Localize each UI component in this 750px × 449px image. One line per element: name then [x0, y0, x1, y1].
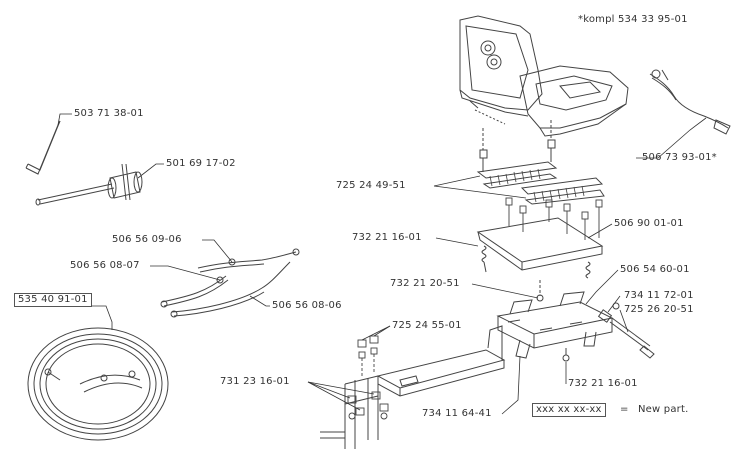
socket-wrench-illustration — [35, 163, 143, 206]
label-socket-wrench: 501 69 17-02 — [166, 158, 236, 169]
label-cable-b: 506 56 08-07 — [70, 260, 140, 271]
lower-mount-illustration — [320, 325, 506, 449]
kit-note: *kompl 534 33 95-01 — [578, 14, 688, 25]
legend-meaning: New part. — [638, 404, 689, 415]
label-bottom-nut: 734 11 64-41 — [422, 408, 492, 419]
label-plate-screw: 732 21 16-01 — [352, 232, 422, 243]
label-seat-plate: 506 90 01-01 — [614, 218, 684, 229]
cables-illustration — [160, 248, 300, 318]
legend-equals: = — [620, 404, 629, 415]
label-bracket: 506 54 60-01 — [620, 264, 690, 275]
hex-key-illustration — [25, 120, 61, 175]
seat-plate-illustration — [476, 197, 604, 279]
label-bottom-screw: 732 21 16-01 — [568, 378, 638, 389]
label-bolt-b: 725 26 20-51 — [624, 304, 694, 315]
seat-rails-illustration — [476, 120, 605, 205]
label-bolt-a: 734 11 72-01 — [624, 290, 694, 301]
leader-lines — [57, 113, 707, 415]
label-cable-c: 506 56 08-06 — [272, 300, 342, 311]
label-seat-switch-cable: 506 73 93-01* — [642, 152, 717, 163]
harness-coil-illustration — [27, 327, 169, 441]
label-hex-key: 503 71 38-01 — [74, 108, 144, 119]
label-seat-rails: 725 24 49-51 — [336, 180, 406, 191]
seat-illustration — [459, 15, 629, 137]
seat-switch-cable-illustration — [649, 69, 731, 135]
label-harness-kit: 535 40 91-01 — [14, 293, 92, 307]
label-lower-screw: 731 23 16-01 — [220, 376, 290, 387]
legend-code-box: xxx xx xx-xx — [532, 403, 606, 417]
label-upper-nut: 725 24 55-01 — [392, 320, 462, 331]
bracket-illustration — [496, 280, 655, 362]
label-cable-a: 506 56 09-06 — [112, 234, 182, 245]
label-screw-b: 732 21 20-51 — [390, 278, 460, 289]
